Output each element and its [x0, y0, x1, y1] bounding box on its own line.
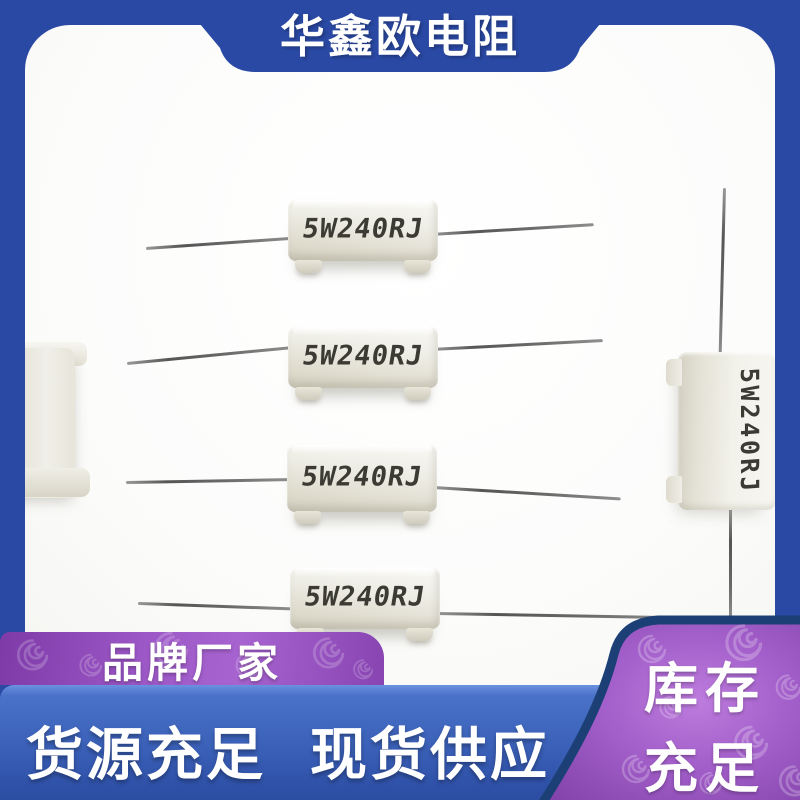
resistor-top-highlight: [293, 200, 433, 209]
resistor-body: 5W240RJ: [287, 444, 437, 524]
lead-wire-left: [137, 602, 293, 611]
stock-panel-shape: [539, 615, 800, 800]
lead-wire-right: [431, 339, 603, 351]
partial-resistor-bottom-cap: [25, 468, 90, 497]
resistor-foot-right: [404, 387, 431, 400]
resistor-marking: 5W240RJ: [300, 340, 426, 372]
resistor-top-highlight: [295, 568, 435, 577]
resistor-marking: 5W240RJ: [302, 581, 428, 613]
resistor-marking: 5W240RJ: [735, 366, 764, 496]
resistor-foot-left: [295, 387, 322, 400]
stock-panel-line1: 库存: [644, 659, 766, 719]
resistor-foot-right: [404, 260, 431, 273]
resistor-foot-right: [403, 511, 430, 524]
stock-panel-line2: 充足: [644, 739, 766, 799]
resistor-marking: 5W240RJ: [300, 213, 426, 245]
lead-wire-bottom: [729, 508, 732, 620]
resistor-foot-top: [666, 359, 682, 386]
resistor-foot-left: [294, 511, 321, 524]
lead-wire-left: [145, 236, 293, 250]
lead-wire-top: [718, 187, 726, 354]
lead-wire-right: [433, 486, 621, 501]
resistor-body: 5W240RJ: [290, 567, 440, 641]
brand-title: 华鑫欧电阻: [279, 10, 520, 62]
resistor-marking: 5W240RJ: [299, 461, 425, 493]
resistor-body: 5W240RJ: [288, 199, 438, 273]
supply-text-right: 现货供应: [310, 723, 550, 787]
resistor-body: 5W240RJ: [288, 326, 438, 400]
resistor-foot-bottom: [666, 476, 682, 503]
supply-text-left: 货源充足: [26, 723, 266, 787]
lead-wire-left: [125, 478, 290, 484]
brand-header-tab: 华鑫欧电阻: [180, 0, 620, 72]
stock-panel: 库存 充足: [530, 610, 800, 800]
brand-badge-label: 品牌厂家: [102, 639, 282, 686]
resistor-body-vertical: 5W240RJ: [666, 352, 775, 510]
resistor-top-highlight: [292, 445, 432, 454]
supply-band-text: 货源充足 现货供应: [26, 709, 550, 791]
resistor-foot-left: [295, 260, 322, 273]
resistor-foot-right: [406, 628, 433, 641]
brand-badge: 品牌厂家: [0, 632, 384, 685]
resistor-top-highlight: [293, 327, 433, 336]
lead-wire-right: [431, 223, 594, 236]
lead-wire-left: [126, 346, 293, 365]
